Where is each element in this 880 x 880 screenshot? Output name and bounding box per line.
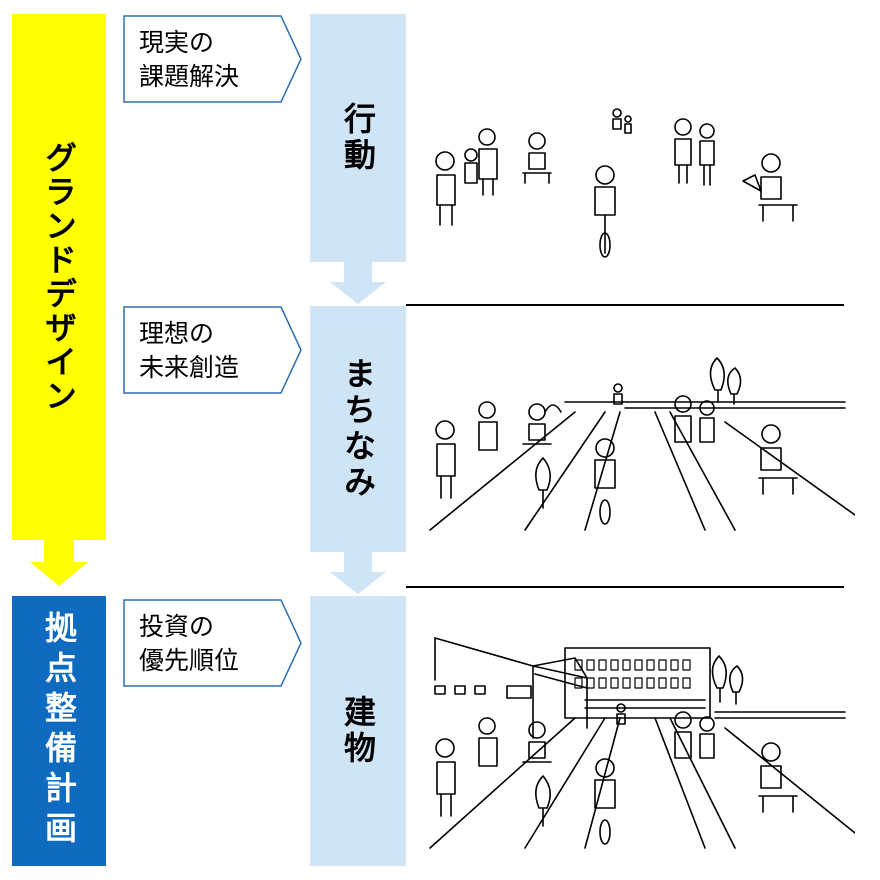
base-plan-bar: 拠点整備計画 xyxy=(12,596,106,866)
stage-arrow-2 xyxy=(330,552,386,594)
scene-buildings-illustration xyxy=(429,637,855,849)
tag-arrow-shape-1 xyxy=(123,15,302,103)
stage-arrow-1 xyxy=(330,262,386,304)
scene-people-illustration xyxy=(435,108,798,258)
stage-label-3: 建物 xyxy=(339,695,377,767)
stage-bar-3: 建物 xyxy=(310,596,406,866)
tag-text-2: 理想の 未来創造 xyxy=(139,319,240,382)
base-plan-label: 拠点整備計画 xyxy=(40,611,78,851)
tag-stage-2: 理想の 未来創造 xyxy=(123,305,303,395)
divider-2 xyxy=(406,586,844,588)
tag-text-1: 現実の 課題解決 xyxy=(139,28,240,91)
tag-arrow-shape-3 xyxy=(123,599,302,687)
tag-arrow-shape-2 xyxy=(123,306,302,394)
stage-label-2: まちなみ xyxy=(339,357,377,501)
scene-streetscape-illustration xyxy=(429,357,855,531)
grand-design-label: グランドデザイン xyxy=(40,141,78,413)
divider-1 xyxy=(406,304,844,306)
stage-bar-1: 行動 xyxy=(310,14,406,262)
tag-stage-1: 現実の 課題解決 xyxy=(123,14,303,104)
tag-text-3: 投資の 優先順位 xyxy=(139,612,240,675)
tag-stage-3: 投資の 優先順位 xyxy=(123,598,303,688)
yellow-down-arrow xyxy=(30,538,88,586)
grand-design-bar: グランドデザイン xyxy=(12,14,106,540)
stage-label-1: 行動 xyxy=(339,102,377,174)
stage-bar-2: まちなみ xyxy=(310,306,406,552)
